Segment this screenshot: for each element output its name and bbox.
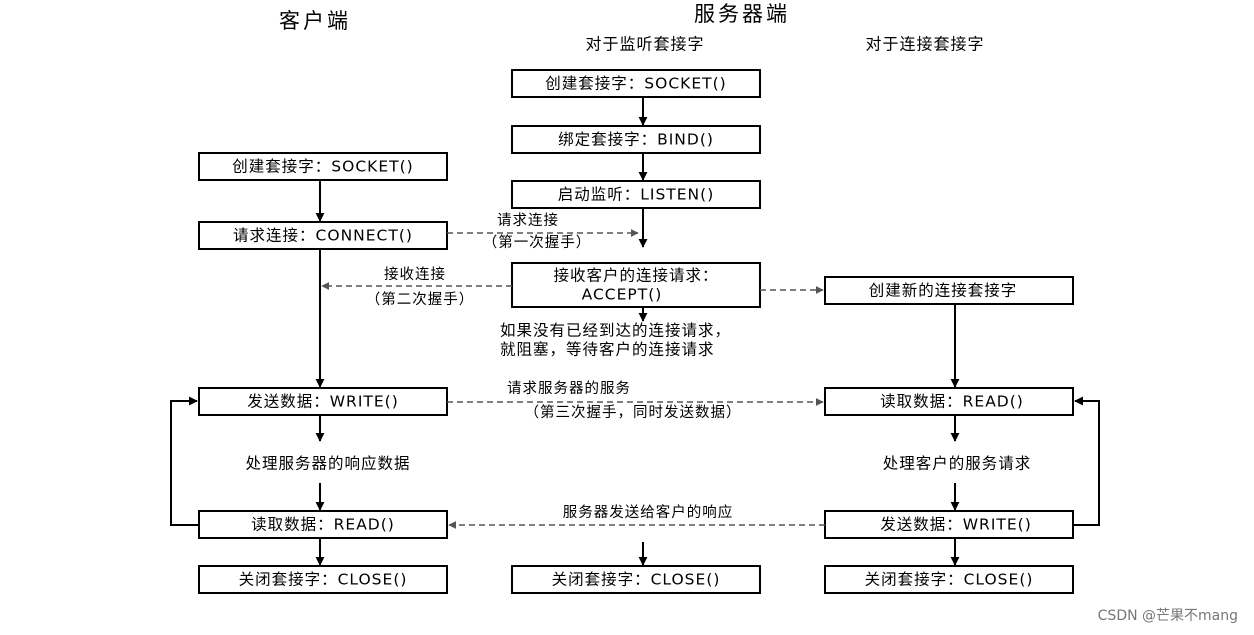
msg-handshake1-label: （第一次握手） [483, 233, 592, 251]
client-socket-label: 创建套接字：SOCKET() [232, 158, 413, 176]
server-read-box [824, 387, 1074, 416]
server-new-socket-label: 创建新的连接套接字 [869, 282, 1018, 300]
msg-handshake3-label: （第三次握手，同时发送数据） [525, 403, 742, 421]
block-note-2: 就阻塞，等待客户的连接请求 [500, 341, 715, 359]
server-listen-close-label: 关闭套接字：CLOSE() [552, 571, 721, 589]
server-conn-close-box [824, 565, 1074, 594]
client-header: 客户端 [279, 9, 351, 33]
client-write-label: 发送数据：WRITE() [247, 393, 399, 411]
conn-socket-subheader: 对于连接套接字 [865, 35, 984, 54]
server-accept-label-2: ACCEPT() [582, 286, 663, 304]
server-bind-label: 绑定套接字：BIND() [558, 131, 714, 149]
msg-response-label: 服务器发送给客户的响应 [563, 503, 734, 521]
server-listen-box [511, 180, 761, 209]
msg-connect-request-label: 请求连接 [497, 212, 559, 229]
client-connect-label: 请求连接：CONNECT() [233, 227, 413, 245]
client-process-label: 处理服务器的响应数据 [245, 454, 410, 473]
server-process-label: 处理客户的服务请求 [883, 455, 1032, 473]
server-listen-label: 启动监听：LISTEN() [558, 186, 715, 204]
server-loop-arrow [1073, 396, 1100, 526]
server-socket-label: 创建套接字：SOCKET() [545, 75, 726, 93]
server-listen-close-box [511, 565, 761, 594]
msg-service-request-label: 请求服务器的服务 [507, 380, 631, 397]
block-note-1: 如果没有已经到达的连接请求， [500, 322, 731, 340]
client-loop-arrow [170, 396, 199, 526]
server-header: 服务器端 [694, 2, 790, 26]
server-bind-box [511, 125, 761, 154]
csdn-watermark: CSDN @芒果不mang [1098, 608, 1238, 624]
server-write-label: 发送数据：WRITE() [880, 516, 1032, 534]
server-socket-box [511, 69, 761, 98]
listen-socket-subheader: 对于监听套接字 [585, 35, 704, 54]
client-read-label: 读取数据：READ() [251, 516, 395, 534]
client-socket-box [198, 152, 448, 181]
server-accept-label-1: 接收客户的连接请求： [553, 267, 718, 285]
client-connect-box [198, 221, 448, 250]
server-conn-close-label: 关闭套接字：CLOSE() [865, 571, 1034, 589]
server-accept-box [511, 262, 761, 308]
server-new-socket-box [824, 276, 1074, 305]
server-read-label: 读取数据：READ() [880, 393, 1024, 411]
msg-handshake2-label: （第二次握手） [366, 290, 475, 308]
client-close-box [198, 565, 448, 594]
msg-accept-label: 接收连接 [384, 266, 446, 283]
client-close-label: 关闭套接字：CLOSE() [239, 571, 408, 589]
